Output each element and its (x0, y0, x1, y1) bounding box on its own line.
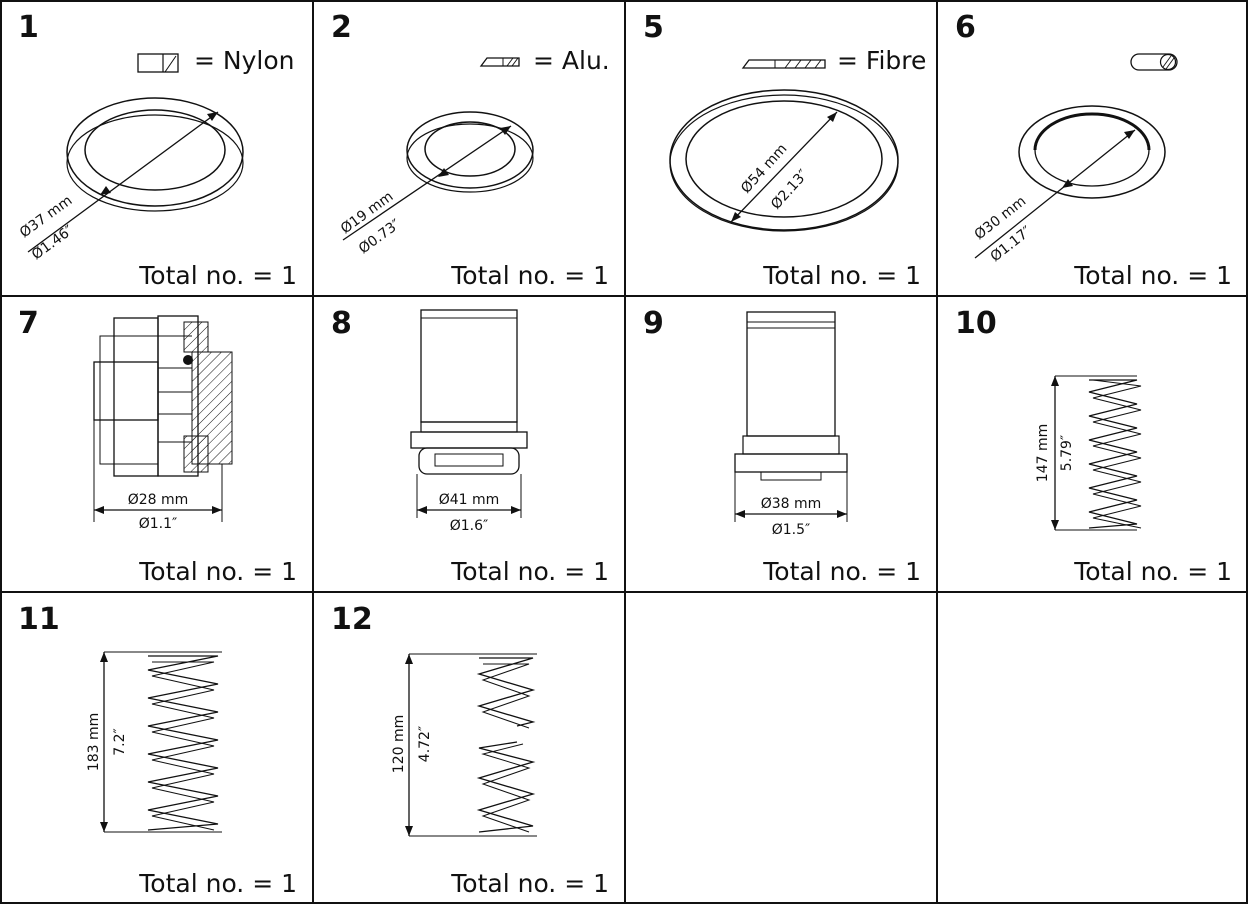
svg-text:Ø1.1″: Ø1.1″ (139, 516, 178, 532)
piston-9-drawing: Ø38 mm Ø1.5″ (734, 311, 848, 538)
svg-text:7.2″: 7.2″ (112, 728, 128, 756)
cell-part-12: 12 120 mm 4.72″ Total no. = 1 (313, 592, 625, 904)
spring-12-drawing: 120 mm 4.72″ (391, 653, 537, 837)
svg-text:Ø1.5″: Ø1.5″ (772, 522, 811, 538)
cell-part-5: 5 Ø54 mm Ø2.13″ = Fibre Total no. = 1 (625, 0, 937, 296)
part-number: 1 (18, 10, 39, 45)
part-number: 10 (955, 306, 997, 341)
cell-part-6: 6 Ø30 mm Ø1.17″ Total no. = 1 (937, 0, 1248, 296)
total-count: Total no. = 1 (763, 557, 921, 586)
cell-part-7: 7 Ø28 mm Ø1.1″ (0, 296, 313, 592)
piston-8-drawing: Ø41 mm Ø1.6″ (410, 309, 528, 534)
cell-part-10: 10 147 mm 5.79″ Total no. = 1 (937, 296, 1248, 592)
svg-text:5.79″: 5.79″ (1059, 435, 1075, 471)
legend-label: = Fibre (837, 46, 927, 75)
total-count: Total no. = 1 (1074, 261, 1232, 290)
spring-11-drawing: 183 mm 7.2″ (86, 651, 222, 833)
svg-text:Ø38 mm: Ø38 mm (761, 496, 822, 512)
part-number: 7 (18, 306, 39, 341)
total-count: Total no. = 1 (139, 557, 297, 586)
cell-part-2: 2 Ø19 mm Ø0.73″ = Alu. Total no. = 1 (313, 0, 625, 296)
total-count: Total no. = 1 (451, 869, 609, 898)
svg-text:183 mm: 183 mm (86, 713, 102, 771)
total-count: Total no. = 1 (1074, 557, 1232, 586)
part-number: 9 (643, 306, 664, 341)
nylon-legend-icon (137, 53, 179, 73)
empty-cell (625, 592, 937, 904)
part-number: 6 (955, 10, 976, 45)
svg-text:4.72″: 4.72″ (417, 726, 433, 762)
alu-ring-drawing: Ø19 mm Ø0.73″ (338, 57, 534, 257)
part-number: 8 (331, 306, 352, 341)
svg-text:Ø2.13″: Ø2.13″ (768, 167, 812, 213)
spring-10-drawing: 147 mm 5.79″ (1035, 375, 1142, 531)
svg-text:120 mm: 120 mm (391, 715, 407, 773)
valve-nut-drawing: Ø28 mm Ø1.1″ (93, 315, 233, 532)
cell-part-8: 8 Ø41 mm Ø1.6″ Total no. = 1 (313, 296, 625, 592)
svg-text:Ø41 mm: Ø41 mm (439, 492, 500, 508)
total-count: Total no. = 1 (139, 261, 297, 290)
nylon-ring-drawing: Ø37 mm Ø1.46″ (17, 53, 244, 263)
total-count: Total no. = 1 (451, 557, 609, 586)
cell-part-11: 11 183 mm 7.2″ Total no. = 1 (0, 592, 313, 904)
part-number: 12 (331, 602, 373, 637)
part-number: 2 (331, 10, 352, 45)
legend-label: = Nylon (194, 46, 295, 75)
part-number: 11 (18, 602, 60, 637)
empty-cell (937, 592, 1248, 904)
fibre-legend-icon (741, 59, 826, 69)
total-count: Total no. = 1 (451, 261, 609, 290)
part-number: 5 (643, 10, 664, 45)
cell-part-9: 9 Ø38 mm Ø1.5″ Total no. = 1 (625, 296, 937, 592)
cell-part-1: 1 Ø37 mm Ø1.46″ = Nylon Total no. = 1 (0, 0, 313, 296)
svg-text:147 mm: 147 mm (1035, 424, 1051, 482)
svg-text:Ø28 mm: Ø28 mm (128, 492, 189, 508)
alu-legend-icon (479, 57, 520, 67)
fibre-ring-drawing: Ø54 mm Ø2.13″ (669, 59, 899, 232)
o-ring-legend-icon (1130, 53, 1178, 71)
svg-text:Ø1.6″: Ø1.6″ (450, 518, 489, 534)
total-count: Total no. = 1 (763, 261, 921, 290)
o-ring-drawing: Ø30 mm Ø1.17″ (972, 53, 1178, 265)
legend-label: = Alu. (533, 46, 610, 75)
total-count: Total no. = 1 (139, 869, 297, 898)
